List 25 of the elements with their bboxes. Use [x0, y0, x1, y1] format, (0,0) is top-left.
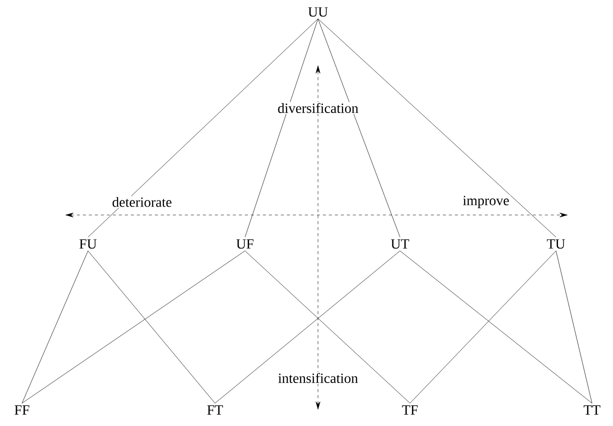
connector-line [22, 250, 88, 404]
state-label: UU [308, 7, 328, 17]
state-label: FU [79, 239, 97, 249]
state-label: UF [236, 239, 254, 249]
connector-line [556, 250, 592, 404]
connector-line [410, 250, 556, 404]
connector-line [88, 250, 216, 404]
connector-line [88, 18, 318, 238]
axis-label: improve [462, 196, 509, 208]
state-label: UT [390, 239, 410, 249]
axis-label: deteriorate [112, 197, 172, 207]
state-label: TU [546, 239, 566, 249]
state-label: FT [207, 405, 223, 415]
axis-label: diversification [278, 103, 358, 113]
connector-line [244, 250, 410, 404]
state-label: FF [14, 405, 30, 415]
connector-line [214, 250, 400, 404]
connector-line [318, 18, 400, 238]
connector-line [400, 250, 592, 404]
state-label: TT [584, 405, 600, 415]
connector-line [244, 18, 318, 238]
state-label: TF [402, 405, 418, 415]
connector-line [22, 250, 246, 404]
connector-line [318, 18, 556, 238]
axis-label: intensification [278, 373, 358, 383]
